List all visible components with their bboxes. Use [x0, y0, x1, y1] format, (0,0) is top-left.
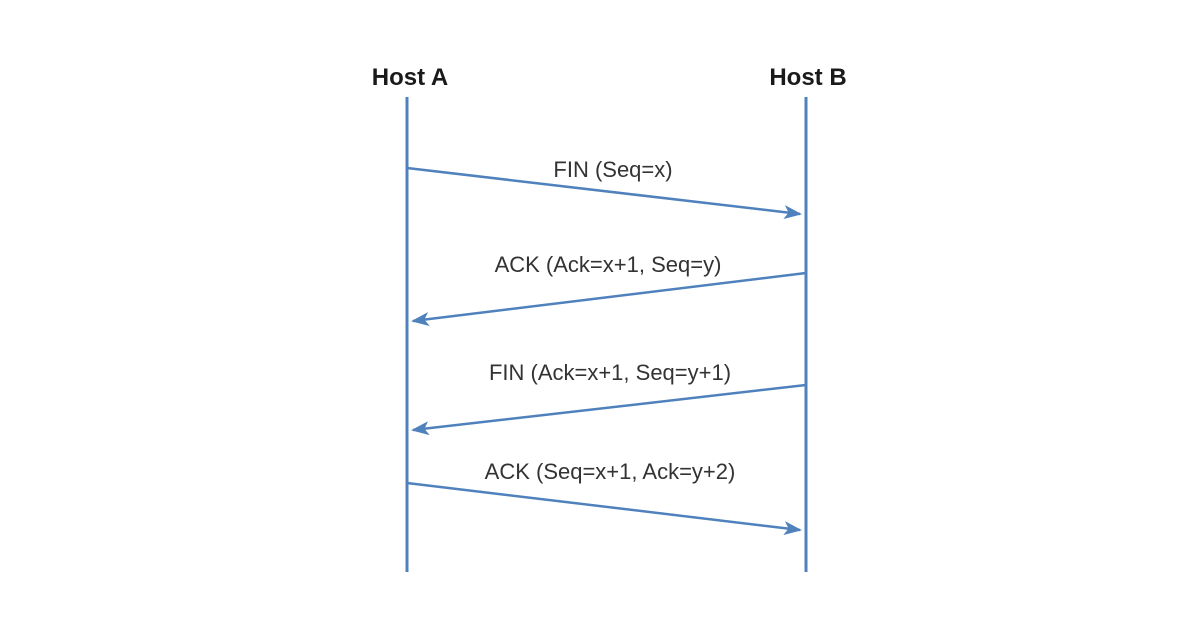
message-label-fin-2: FIN (Ack=x+1, Seq=y+1): [489, 360, 731, 385]
message-label-ack-2: ACK (Seq=x+1, Ack=y+2): [485, 459, 736, 484]
message-arrow-fin-1: [406, 166, 802, 220]
host-a-label: Host A: [372, 64, 448, 91]
host-b-label: Host B: [769, 64, 846, 91]
message-label-fin-1: FIN (Seq=x): [553, 157, 672, 182]
message-arrow-ack-1: [411, 271, 807, 327]
message-arrow-ack-2: [406, 481, 802, 536]
message-label-ack-1: ACK (Ack=x+1, Seq=y): [495, 252, 722, 277]
message-arrow-fin-2: [411, 383, 807, 436]
